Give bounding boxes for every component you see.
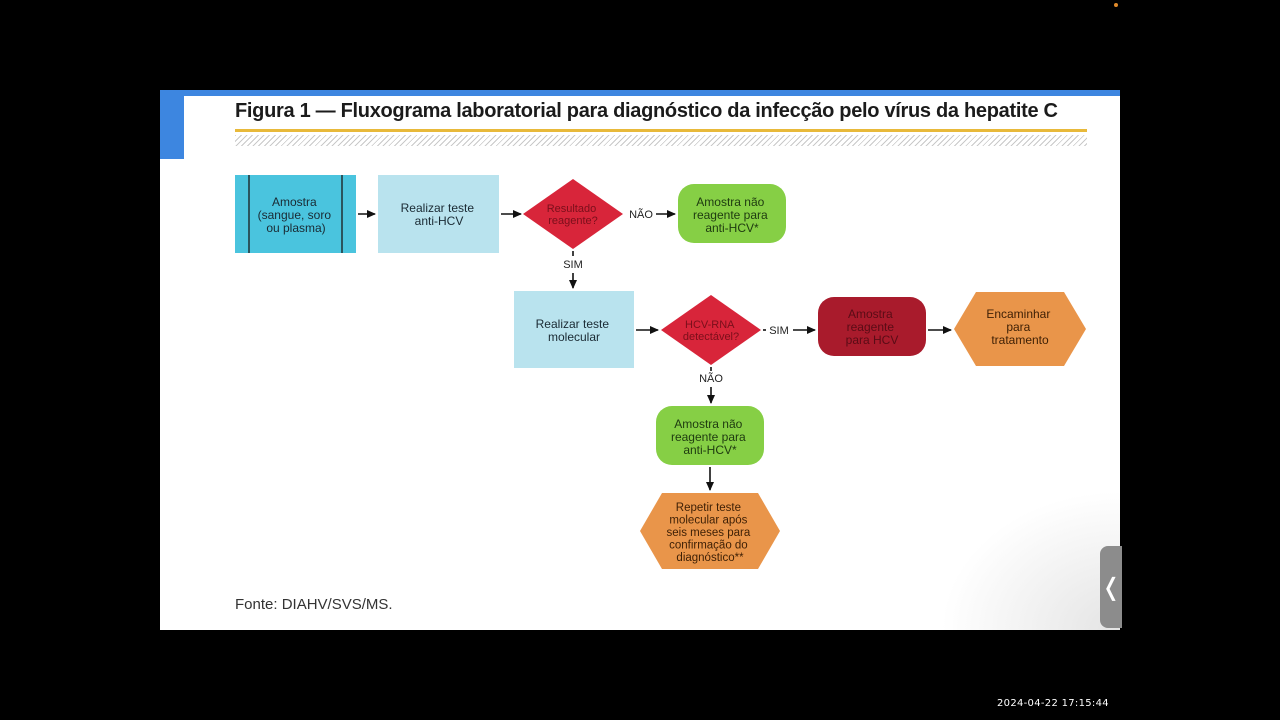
svg-text:Repetir teste molecula: Repetir teste molecular após seis meses …	[667, 502, 754, 564]
title-rule	[235, 129, 1087, 132]
flowchart: Amostra (sangue, soro ou plasma) Realiza…	[235, 175, 1086, 569]
svg-text:Realizar teste anti-HC: Realizar teste anti-HCV	[401, 201, 478, 228]
label-nao-1: NÃO	[629, 208, 653, 221]
node-reagente-hcv: Amostra reagente para HCV	[818, 297, 926, 356]
label-sim-2: SIM	[769, 325, 789, 337]
node-nao-reagente-1: Amostra não reagente para anti-HCV*	[678, 184, 786, 243]
node-molecular-test: Realizar teste molecular	[514, 291, 634, 368]
recording-indicator-dot	[1114, 3, 1118, 7]
svg-text:Amostra não reagente p: Amostra não reagente para anti-HCV*	[693, 195, 771, 235]
node-amostra: Amostra (sangue, soro ou plasma)	[235, 175, 356, 253]
svg-text:Amostra (sangue, soro: Amostra (sangue, soro ou plasma)	[258, 195, 335, 235]
title-hatch	[235, 135, 1087, 146]
top-accent-bar	[160, 90, 1120, 96]
svg-text:Amostra não reagente p: Amostra não reagente para anti-HCV*	[671, 417, 749, 457]
node-repetir-teste: Repetir teste molecular após seis meses …	[640, 493, 780, 569]
svg-text:Realizar teste molecul: Realizar teste molecular	[536, 317, 613, 344]
decision-resultado-reagente: Resultado reagente?	[523, 179, 623, 249]
chevron-left-icon: ❬	[1100, 573, 1122, 601]
label-nao-2: NÃO	[699, 372, 723, 385]
left-accent-bar	[160, 90, 184, 159]
svg-text:Resultado reagente?: Resultado reagente?	[547, 203, 600, 227]
figure-title: Figura 1 — Fluxograma laboratorial para …	[235, 100, 1058, 122]
svg-text:Encaminhar para: Encaminhar para tratamento	[986, 307, 1053, 347]
svg-text:Amostra reagente: Amostra reagente para HCV	[846, 307, 899, 347]
node-anti-hcv-test: Realizar teste anti-HCV	[378, 175, 499, 253]
figure-slide: Figura 1 — Fluxograma laboratorial para …	[160, 90, 1120, 630]
node-nao-reagente-2: Amostra não reagente para anti-HCV*	[656, 406, 764, 465]
node-encaminhar: Encaminhar para tratamento	[954, 292, 1086, 366]
side-panel-toggle[interactable]: ❬	[1100, 546, 1122, 628]
corner-shadow	[940, 490, 1120, 630]
timestamp: 2024-04-22 17:15:44	[997, 698, 1109, 709]
decision-hcv-rna: HCV-RNA detectável?	[661, 295, 761, 365]
label-sim-1: SIM	[563, 259, 583, 271]
svg-text:HCV-RNA detectável?: HCV-RNA detectável?	[683, 319, 739, 343]
figure-source: Fonte: DIAHV/SVS/MS.	[235, 596, 393, 613]
